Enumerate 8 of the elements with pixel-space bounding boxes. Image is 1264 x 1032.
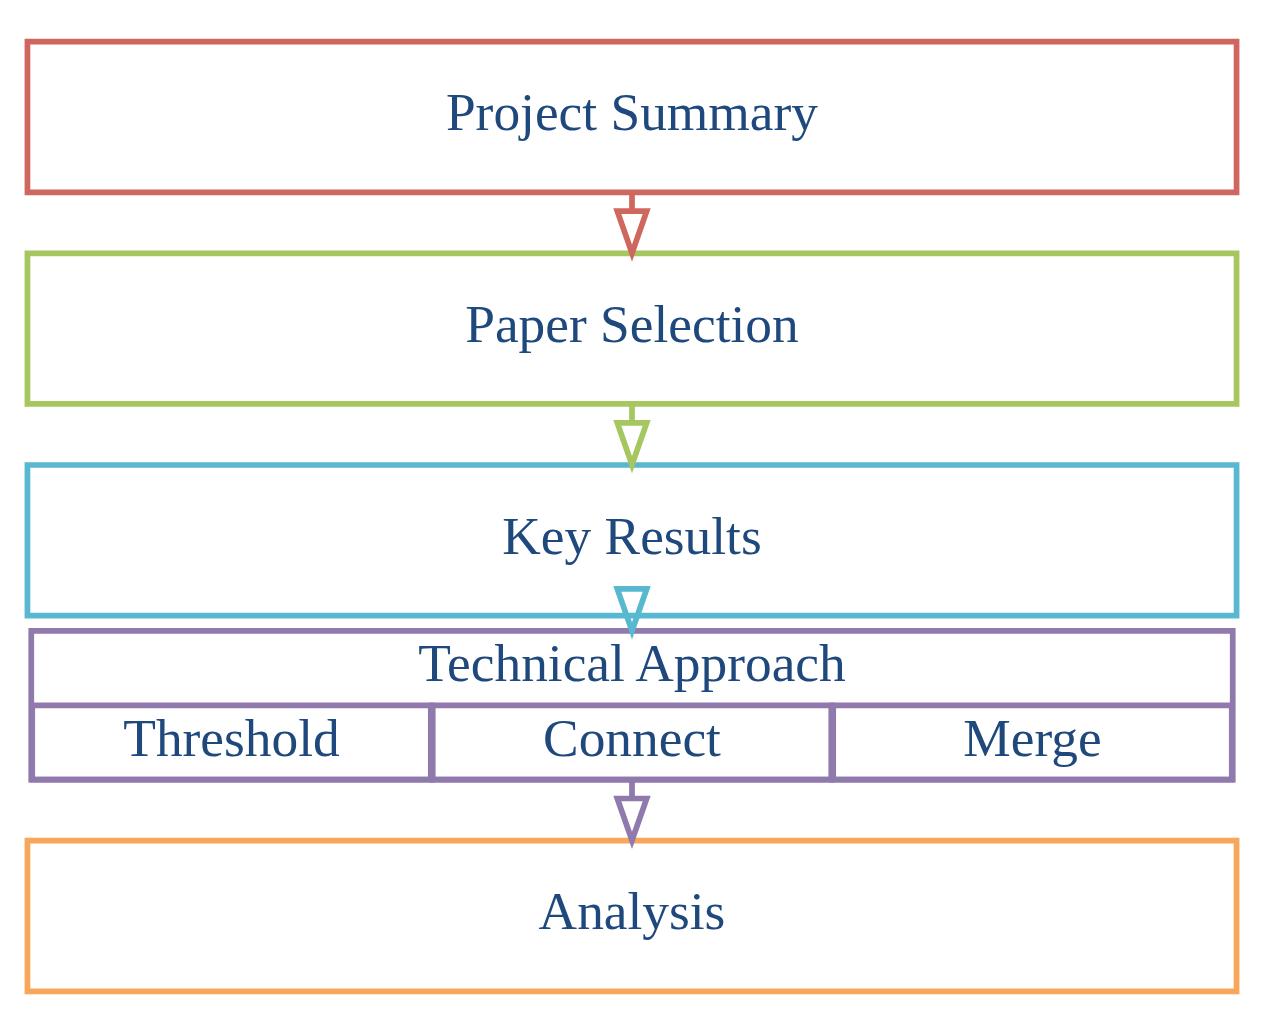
arrow bbox=[613, 403, 651, 473]
arrow bbox=[613, 585, 651, 640]
node-box: Merge bbox=[830, 701, 1235, 783]
node-box: Project Summary bbox=[24, 38, 1240, 195]
node-box: Threshold bbox=[29, 701, 434, 783]
arrow bbox=[613, 779, 651, 849]
node-box: Analysis bbox=[24, 837, 1240, 994]
node-box: Paper Selection bbox=[24, 249, 1240, 407]
